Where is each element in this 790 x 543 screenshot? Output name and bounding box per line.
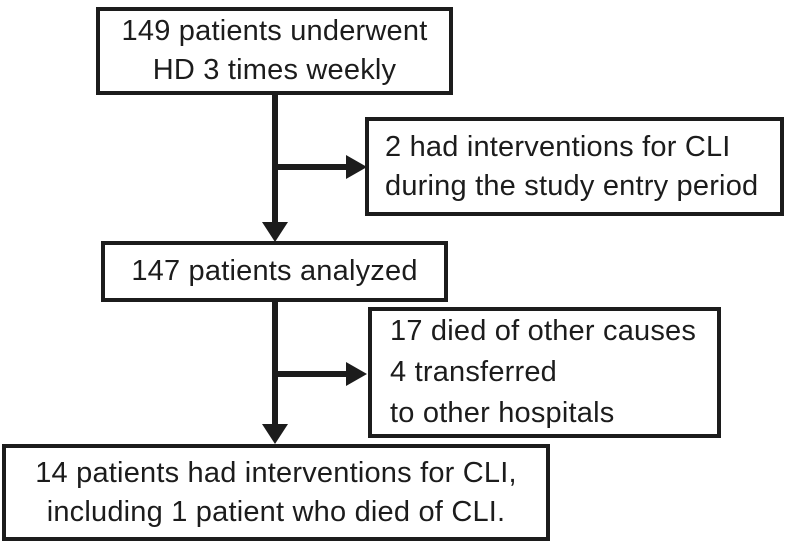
flow-box-other-causes: 17 died of other causes 4 transferred to… (368, 307, 721, 438)
flow-box-text-line: 149 patients underwent (121, 15, 428, 47)
flow-box-cli-interventions-entry: 2 had interventions for CLI during the s… (365, 117, 784, 216)
down-arrow-2 (262, 300, 288, 444)
down-arrow-1 (262, 93, 288, 242)
flow-box-text-line: to other hospitals (390, 397, 615, 429)
flow-box-patients-analyzed: 147 patients analyzed (101, 241, 448, 302)
flow-box-text-line: 147 patients analyzed (131, 255, 418, 287)
flow-box-text-line: HD 3 times weekly (152, 54, 397, 86)
flow-box-hd-patients: 149 patients underwent HD 3 times weekly (96, 7, 453, 95)
flow-box-text-line: during the study entry period (385, 169, 759, 202)
flow-box-text-line: 4 transferred (390, 356, 558, 388)
flow-box-text-line: 17 died of other causes (390, 315, 697, 347)
right-arrow-2 (272, 362, 367, 386)
right-arrow-1 (272, 155, 367, 179)
flow-box-cli-interventions-final: 14 patients had interventions for CLI, i… (2, 444, 550, 541)
flow-box-text-line: 2 had interventions for CLI (385, 130, 731, 163)
flow-box-text-line: including 1 patient who died of CLI. (46, 495, 506, 528)
flow-box-text-line: 14 patients had interventions for CLI, (35, 456, 517, 489)
